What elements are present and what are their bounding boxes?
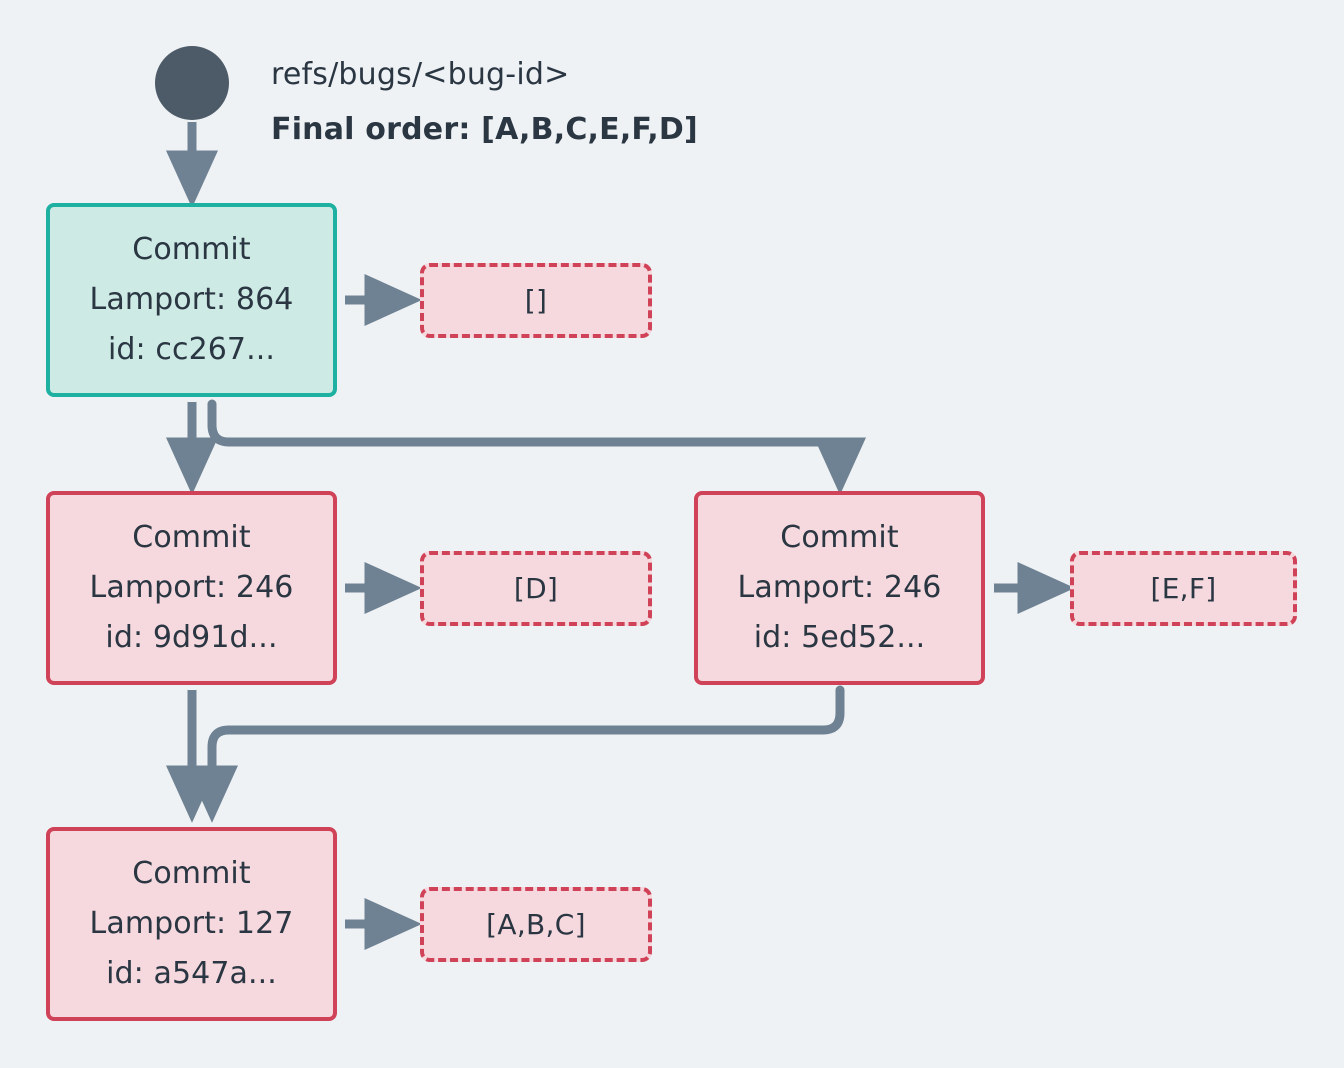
ops-label: [D] [513,572,559,605]
commit-title: Commit [780,520,899,555]
ops-label: [E,F] [1150,572,1217,605]
ref-label: refs/bugs/<bug-id> [271,57,570,92]
commit-title: Commit [132,520,251,555]
ops-node-9d91d[interactable]: [D] [420,551,652,626]
ops-node-cc267[interactable]: [] [420,263,652,338]
ops-label: [A,B,C] [486,908,586,941]
commit-title: Commit [132,856,251,891]
commit-lamport: Lamport: 246 [89,570,294,605]
root-dot[interactable] [155,46,229,120]
commit-lamport: Lamport: 246 [737,570,942,605]
commit-node-9d91d[interactable]: Commit Lamport: 246 id: 9d91d... [46,491,337,685]
commit-id: id: 5ed52... [753,620,926,655]
commit-id: id: 9d91d... [105,620,278,655]
commit-node-cc267[interactable]: Commit Lamport: 864 id: cc267... [46,203,337,397]
commit-title: Commit [132,232,251,267]
commit-node-a547a[interactable]: Commit Lamport: 127 id: a547a... [46,827,337,1021]
ops-label: [] [524,284,548,317]
commit-lamport: Lamport: 127 [89,906,294,941]
commit-node-5ed52[interactable]: Commit Lamport: 246 id: 5ed52... [694,491,985,685]
final-order-label: Final order: [A,B,C,E,F,D] [271,112,698,147]
commit-id: id: cc267... [107,332,276,367]
edge-cc267-to-5ed52 [207,399,867,495]
ops-node-5ed52[interactable]: [E,F] [1070,551,1297,626]
ops-node-a547a[interactable]: [A,B,C] [420,887,652,962]
commit-lamport: Lamport: 864 [89,282,294,317]
edge-5ed52-to-a547a [185,685,845,823]
commit-id: id: a547a... [106,956,277,991]
